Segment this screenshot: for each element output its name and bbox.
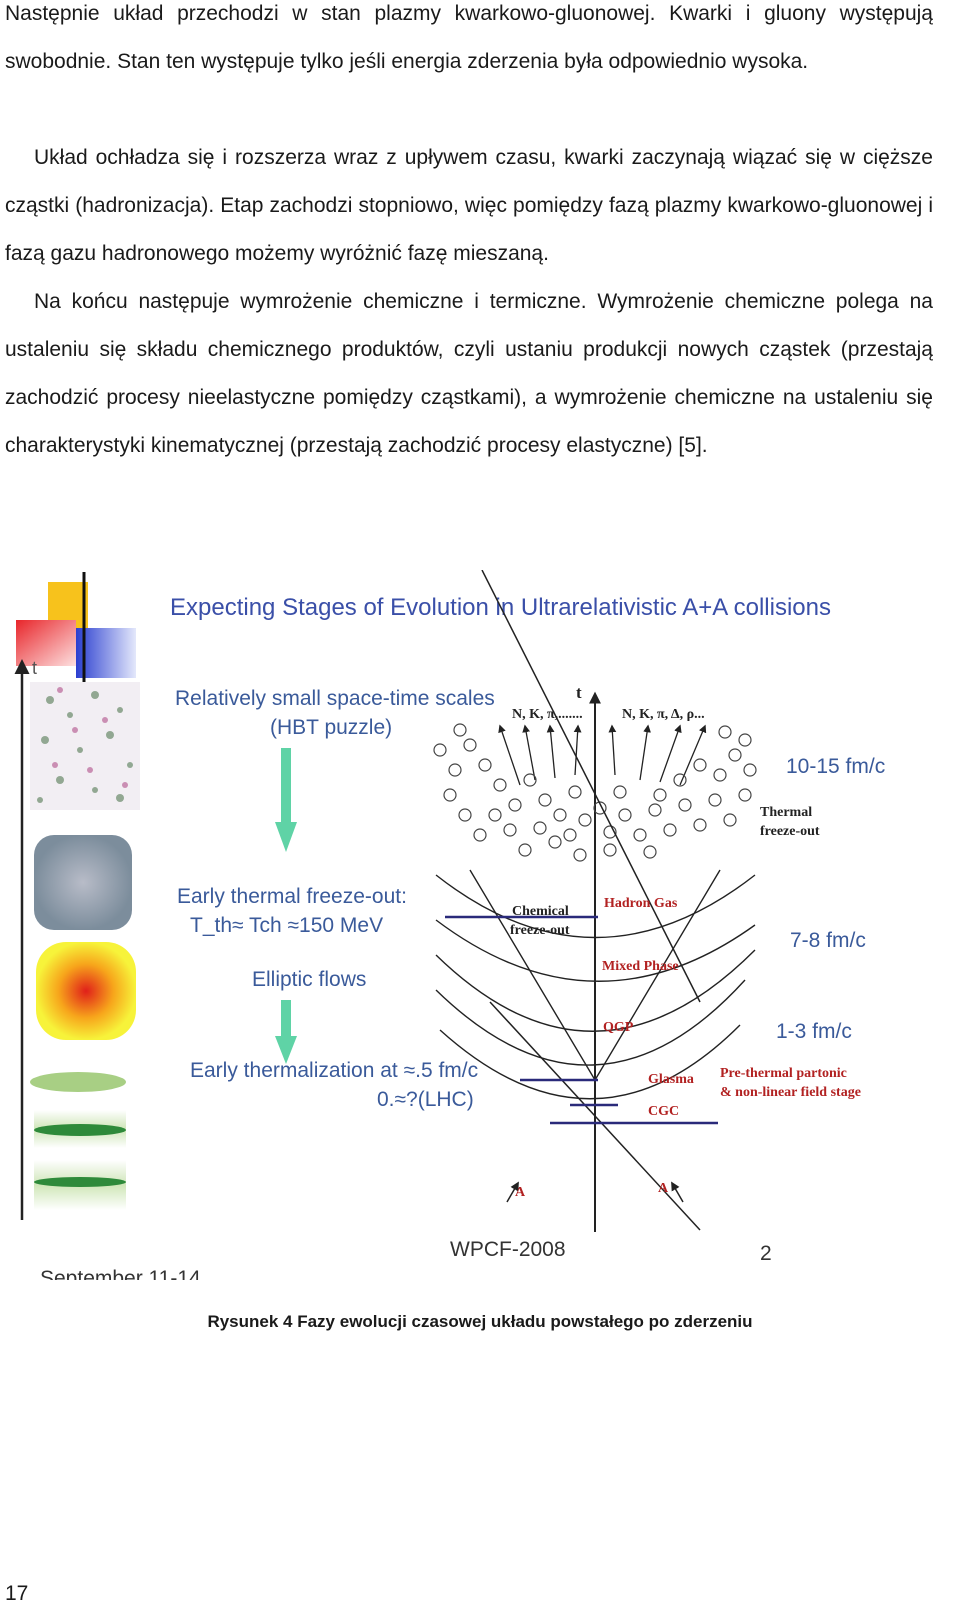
- glasma-label: Glasma: [648, 1072, 694, 1087]
- time-label-1: 10-15 fm/c: [786, 755, 885, 778]
- paragraph-1: Następnie układ przechodzi w stan plazmy…: [5, 2, 933, 73]
- paragraph-2: Układ ochładza się i rozszerza wraz z up…: [5, 146, 933, 265]
- elliptic-flows: Elliptic flows: [252, 968, 366, 991]
- page-number: 17: [5, 1582, 29, 1605]
- early-therm-line-1: Early thermalization at ≈.5 fm/c: [190, 1059, 478, 1082]
- particles-left: N, K, π,.......: [512, 707, 583, 722]
- chemical-line-1: Chemical: [512, 904, 569, 919]
- left-axis-label: t: [32, 658, 37, 678]
- corner-logo: [16, 572, 900, 682]
- space-time-diagram: t N, K, π,....... N, K, π, Δ, ρ...: [433, 570, 885, 1232]
- chemical-line-2: freeze-out: [510, 923, 570, 938]
- hadron-gas-label: Hadron Gas: [604, 896, 678, 911]
- slide-number: 2: [760, 1242, 772, 1265]
- time-label-3: 1-3 fm/c: [776, 1020, 852, 1043]
- conference-date: September 11-14: [40, 1267, 201, 1280]
- early-freeze-line-2: T_th≈ Tch ≈150 MeV: [190, 914, 383, 937]
- mixed-phase-label: Mixed Phase: [602, 959, 679, 974]
- thermal-line-1: Thermal: [760, 805, 812, 820]
- nucleus-left-label: A: [515, 1185, 526, 1200]
- thermal-line-2: freeze-out: [760, 824, 820, 839]
- nucleus-right-label: A: [658, 1181, 669, 1196]
- hbt-line-2: (HBT puzzle): [270, 716, 392, 739]
- green-arrow-2: [275, 1000, 297, 1064]
- t-axis-label: t: [576, 683, 582, 702]
- prethermal-line-1: Pre-thermal partonic: [720, 1066, 847, 1081]
- figure-caption: Rysunek 4 Fazy ewolucji czasowej układu …: [207, 1312, 753, 1331]
- green-arrow-1: [275, 748, 297, 852]
- time-label-2: 7-8 fm/c: [790, 929, 866, 952]
- cgc-label: CGC: [648, 1104, 679, 1119]
- evolution-figure: Expecting Stages of Evolution in Ultrare…: [14, 570, 900, 1280]
- hbt-line-1: Relatively small space-time scales: [175, 687, 495, 710]
- early-freeze-line-1: Early thermal freeze-out:: [177, 885, 407, 908]
- conference-label: WPCF-2008: [450, 1238, 566, 1261]
- stage-images: [30, 682, 140, 1210]
- paragraph-3: Na końcu następuje wymrożenie chemiczne …: [5, 290, 933, 457]
- particles-right: N, K, π, Δ, ρ...: [622, 707, 705, 722]
- prethermal-line-2: & non-linear field stage: [720, 1085, 861, 1100]
- early-therm-line-2: 0.≈?(LHC): [377, 1088, 474, 1111]
- qgp-label: QGP: [603, 1020, 634, 1035]
